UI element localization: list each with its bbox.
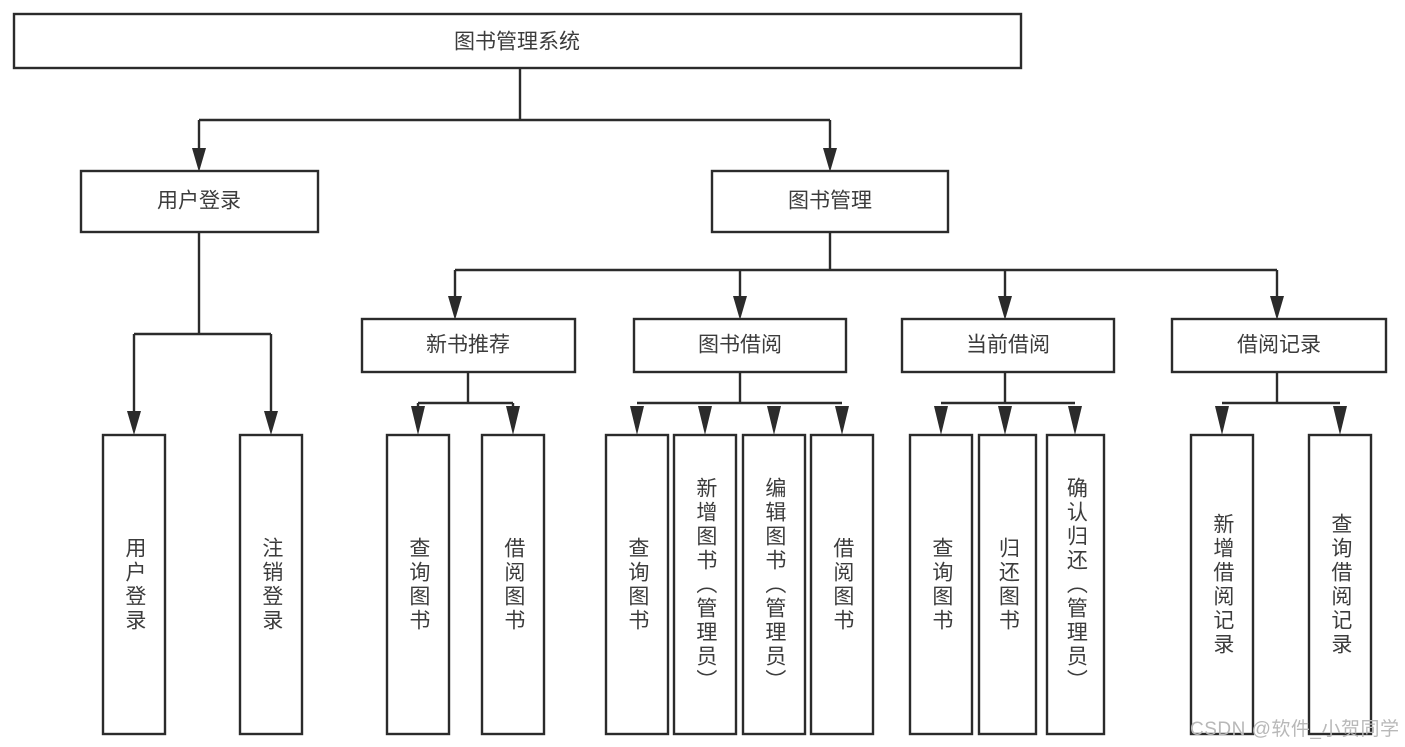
arrow-head-icon [998, 296, 1012, 320]
connector-group-current-borrow [934, 372, 1082, 435]
node-book-management[interactable]: 图书管理 [710, 169, 950, 234]
leaf-box-borrow-record-1[interactable] [1189, 433, 1255, 736]
node-root[interactable]: 图书管理系统 [12, 12, 1023, 70]
node-book-borrow-box[interactable] [632, 317, 848, 374]
node-root-box[interactable] [12, 12, 1023, 70]
node-current-borrow[interactable]: 当前借阅 [900, 317, 1116, 374]
leaf-box-new-book-1[interactable] [385, 433, 451, 736]
leaf-box-book-borrow-4[interactable] [809, 433, 875, 736]
node-current-borrow-box[interactable] [900, 317, 1116, 374]
watermark-text: CSDN @软件_小贺同学 [1190, 719, 1400, 740]
arrow-head-icon [264, 411, 278, 435]
arrow-head-icon [506, 406, 520, 435]
arrow-head-icon [1068, 406, 1082, 435]
arrow-head-icon [448, 296, 462, 320]
arrow-head-icon [630, 406, 644, 435]
arrow-head-icon [411, 406, 425, 435]
node-user-login[interactable]: 用户登录 [79, 169, 320, 234]
connector-group-book-mgmt [448, 232, 1284, 320]
leaf-box-book-borrow-3[interactable] [741, 433, 807, 736]
leaf-box-new-book-2[interactable] [480, 433, 546, 736]
node-new-book-recommend-box[interactable] [360, 317, 577, 374]
leaf-box-book-borrow-2[interactable] [672, 433, 738, 736]
node-borrow-record-box[interactable] [1170, 317, 1388, 374]
leaf-box-user-login-1[interactable] [101, 433, 167, 736]
arrow-head-icon [733, 296, 747, 320]
leaf-box-current-borrow-2[interactable] [977, 433, 1038, 736]
node-root-label: 图书管理系统 [454, 31, 580, 54]
node-current-borrow-label: 当前借阅 [966, 334, 1050, 357]
connector-group-new-book [411, 372, 520, 435]
leaf-box-borrow-record-2[interactable] [1307, 433, 1373, 736]
node-borrow-record[interactable]: 借阅记录 [1170, 317, 1388, 374]
leaf-box-user-login-2[interactable] [238, 433, 304, 736]
connector-group-root [192, 68, 837, 172]
node-new-book-recommend-label: 新书推荐 [426, 334, 510, 357]
arrow-head-icon [192, 148, 206, 172]
leaf-box-current-borrow-3[interactable] [1045, 433, 1106, 736]
node-user-login-label: 用户登录 [157, 190, 241, 213]
node-user-login-box[interactable] [79, 169, 320, 234]
leaf-box-current-borrow-1[interactable] [908, 433, 974, 736]
arrow-head-icon [1333, 406, 1347, 435]
arrow-head-icon [823, 148, 837, 172]
leaf-box-book-borrow-1[interactable] [604, 433, 670, 736]
arrow-head-icon [998, 406, 1012, 435]
arrow-head-icon [698, 406, 712, 435]
node-book-borrow[interactable]: 图书借阅 [632, 317, 848, 374]
arrow-head-icon [934, 406, 948, 435]
connector-group-book-borrow [630, 372, 849, 435]
arrow-head-icon [1215, 406, 1229, 435]
node-book-borrow-label: 图书借阅 [698, 334, 782, 357]
connector-group-user-login [127, 232, 278, 435]
arrow-head-icon [767, 406, 781, 435]
arrow-head-icon [1270, 296, 1284, 320]
arrow-head-icon [835, 406, 849, 435]
arrow-head-icon [127, 411, 141, 435]
node-book-management-box[interactable] [710, 169, 950, 234]
node-borrow-record-label: 借阅记录 [1237, 334, 1321, 357]
node-book-management-label: 图书管理 [788, 190, 872, 213]
connector-group-borrow-record [1215, 372, 1347, 435]
node-new-book-recommend[interactable]: 新书推荐 [360, 317, 577, 374]
